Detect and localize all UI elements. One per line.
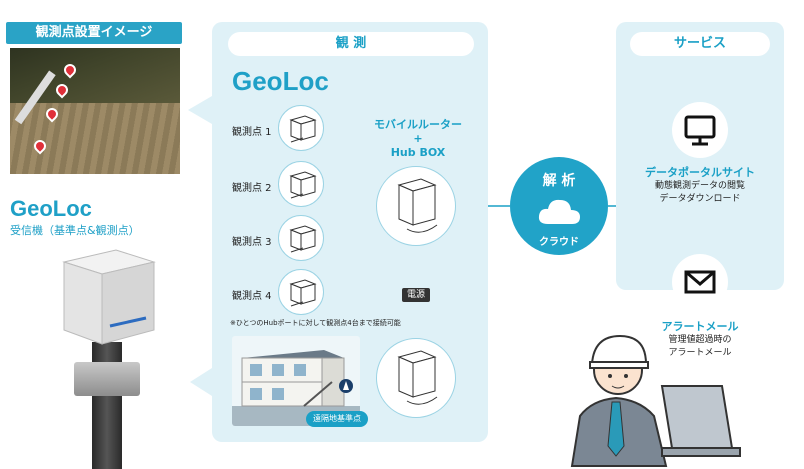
monitor-icon xyxy=(684,115,716,146)
geoloc-title: GeoLoc xyxy=(232,66,329,96)
portal-desc-2: データダウンロード xyxy=(659,194,741,204)
observation-point-label-2: 観測点 2 xyxy=(232,183,272,194)
observation-device-icon xyxy=(278,161,324,207)
observation-device-icon xyxy=(278,215,324,261)
pointer-top xyxy=(188,96,212,124)
geoloc-logo-left: GeoLoc xyxy=(10,196,92,221)
router-title: モバイルルーター + Hub BOX xyxy=(362,118,474,160)
observation-point-label-4: 観測点 4 xyxy=(232,291,272,302)
worker-illustration xyxy=(570,334,741,467)
mail-icon xyxy=(684,270,716,294)
observation-point-label-3: 観測点 3 xyxy=(232,237,272,248)
mount-bracket xyxy=(74,362,140,396)
monitor-icon-circle xyxy=(672,102,728,158)
cloud-icon xyxy=(538,199,580,224)
hub-box-icon xyxy=(376,338,456,418)
portal-desc-1: 動態観測データの閲覧 xyxy=(654,181,745,191)
antenna-icon xyxy=(339,379,353,393)
observation-device-icon xyxy=(278,105,324,151)
connection-note: ※ひとつのHubポートに対して観測点4台まで接続可能 xyxy=(230,319,401,327)
router-plus: + xyxy=(413,132,423,145)
router-line2: Hub BOX xyxy=(390,146,446,159)
remote-base-label: 遠隔地基準点 xyxy=(306,411,368,427)
observation-header: 観 測 xyxy=(228,32,474,56)
hub-box-icon xyxy=(376,166,456,246)
alert-desc-1: 管理値超過時の xyxy=(668,335,732,345)
cloud-label: クラウド xyxy=(539,237,579,248)
portal-title: データポータルサイト xyxy=(645,166,755,179)
router-line1: モバイルルーター xyxy=(374,118,462,131)
service-header: サービス xyxy=(630,32,770,56)
alert-title: アラートメール xyxy=(661,320,739,333)
observation-point-label-1: 観測点 1 xyxy=(232,127,272,138)
receiver-device-icon xyxy=(62,249,156,345)
analysis-label: 解 析 xyxy=(542,173,576,189)
power-label: 電源 xyxy=(402,288,430,302)
installation-photo xyxy=(10,48,180,174)
pointer-bottom xyxy=(190,368,212,396)
install-image-title: 観測点設置イメージ xyxy=(6,22,182,44)
mail-icon-circle xyxy=(672,254,728,310)
receiver-label: 受信機（基準点&観測点） xyxy=(10,224,140,237)
alert-desc-2: アラートメール xyxy=(668,348,732,358)
observation-device-icon xyxy=(278,269,324,315)
